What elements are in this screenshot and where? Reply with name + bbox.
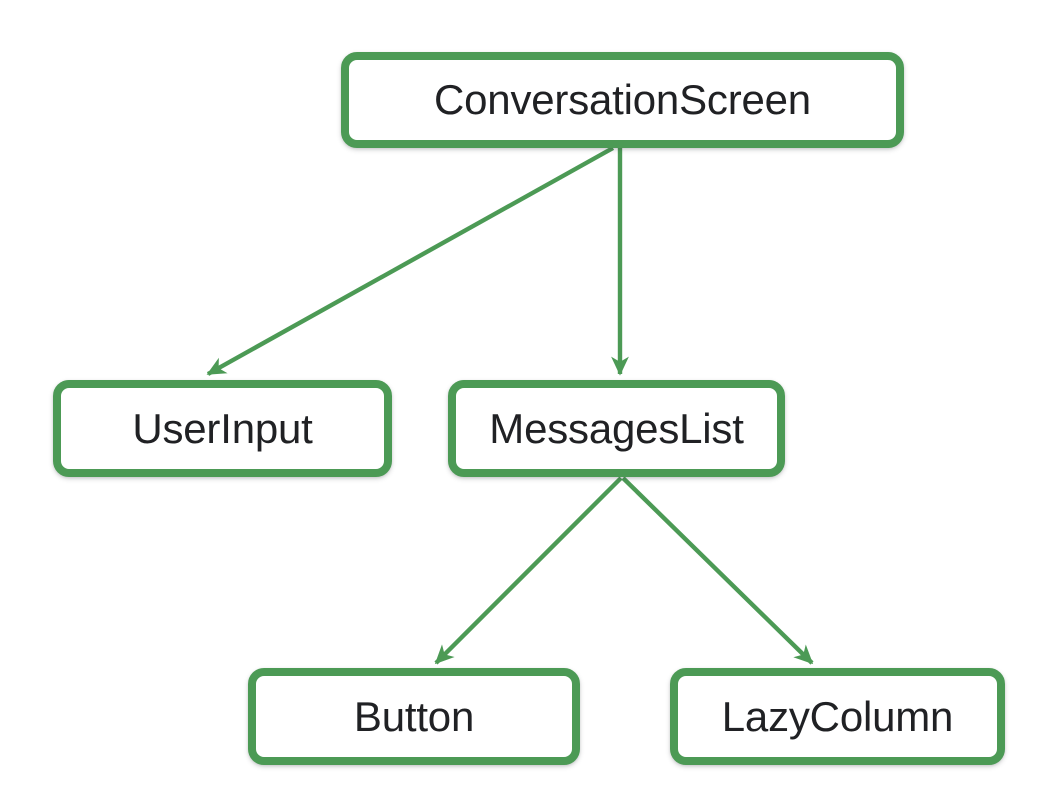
node-label: ConversationScreen: [434, 76, 811, 123]
edge-messageslist-lazycolumn: [621, 476, 814, 665]
node-lazycolumn[interactable]: LazyColumn: [670, 668, 1005, 765]
node-button[interactable]: Button: [248, 668, 580, 765]
node-label: UserInput: [132, 404, 313, 452]
node-label: Button: [353, 692, 475, 740]
node-label: MessagesList: [489, 404, 744, 452]
node-userinput[interactable]: UserInput: [53, 380, 392, 477]
node-label: LazyColumn: [721, 692, 954, 740]
edge-conversationscreen-userinput: [206, 146, 615, 376]
edge-messageslist-button: [434, 476, 623, 665]
node-conversationscreen[interactable]: ConversationScreen: [341, 52, 904, 148]
node-messageslist[interactable]: MessagesList: [448, 380, 785, 477]
